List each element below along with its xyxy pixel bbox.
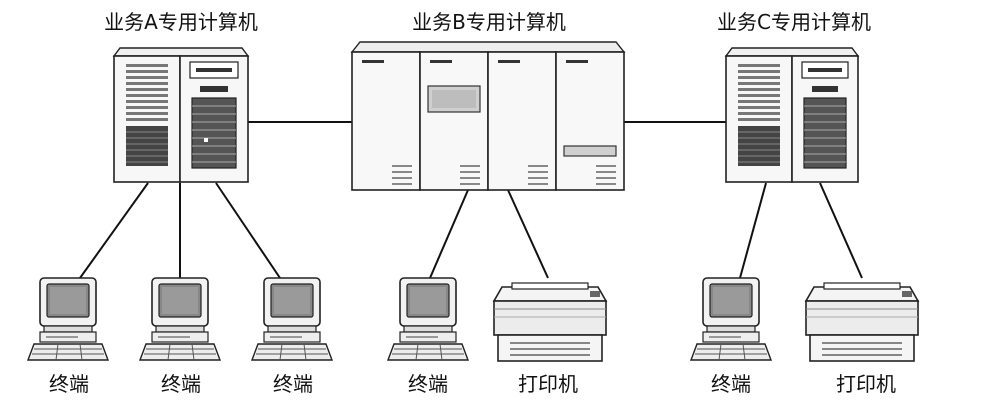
link-b-terminal — [429, 189, 469, 279]
terminal-c-label: 终端 — [711, 372, 751, 396]
printer-c-label: 打印机 — [836, 372, 896, 396]
link-c-terminal — [739, 182, 767, 279]
link-a-terminal-3 — [215, 182, 281, 279]
terminal-b-icon — [387, 277, 469, 361]
printer-b-icon — [493, 282, 607, 362]
computer-c-server — [724, 47, 860, 183]
terminal-a2-label: 终端 — [161, 372, 201, 396]
link-b-printer — [507, 189, 549, 279]
connection-lines — [79, 121, 863, 279]
computer-a-label: 业务A专用计算机 — [104, 10, 258, 34]
terminal-c-icon — [690, 277, 772, 361]
terminal-a1-icon — [27, 277, 109, 361]
terminal-b-label: 终端 — [408, 372, 448, 396]
printer-c-icon — [805, 282, 919, 362]
printer-b-label: 打印机 — [518, 372, 578, 396]
terminal-a3-icon — [251, 277, 333, 361]
link-a-terminal-1 — [79, 182, 149, 279]
terminal-a1-label: 终端 — [49, 372, 89, 396]
computer-c-label: 业务C专用计算机 — [717, 10, 871, 34]
computer-a-server — [112, 47, 250, 183]
terminal-a2-icon — [139, 277, 221, 361]
link-c-printer — [819, 182, 863, 279]
computer-b-label: 业务B专用计算机 — [412, 10, 566, 34]
computer-b-server — [350, 41, 626, 191]
terminal-a3-label: 终端 — [273, 372, 313, 396]
